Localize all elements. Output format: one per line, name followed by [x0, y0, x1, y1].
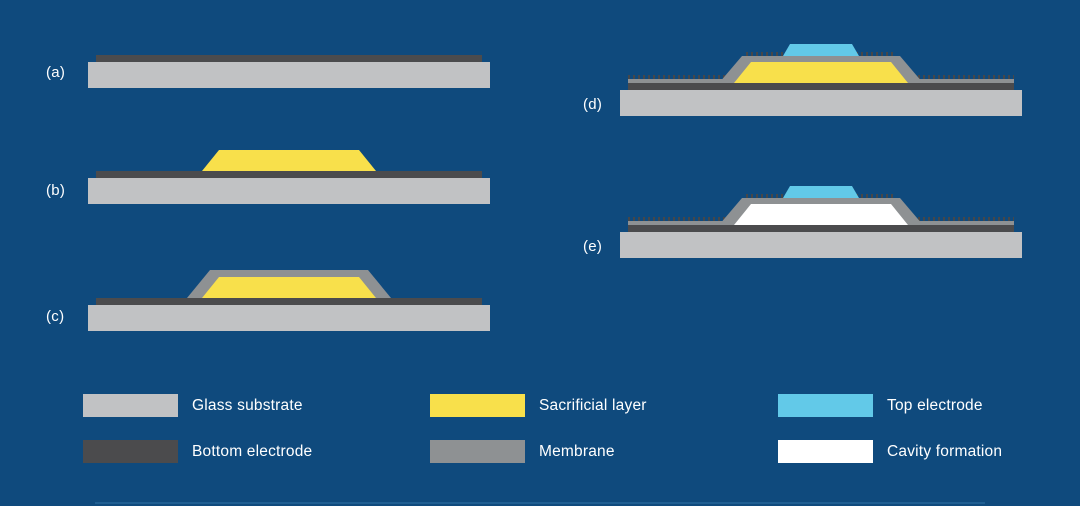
step-a-label: (a): [46, 64, 66, 81]
glass-substrate-swatch: [83, 394, 178, 417]
cavity-formation-swatch: [778, 440, 873, 463]
glass-substrate-layer: [620, 90, 1022, 116]
glass-substrate-layer: [88, 62, 490, 88]
top-electrode-swatch: [778, 394, 873, 417]
legend-item: Glass substrate: [83, 394, 312, 417]
legend-item: Cavity formation: [778, 440, 1002, 463]
step-b-label: (b): [46, 182, 66, 199]
legend-item: Bottom electrode: [83, 440, 312, 463]
sacrificial-layer: [202, 150, 376, 171]
legend-column-1: Glass substrate Bottom electrode: [83, 394, 312, 463]
step-c-figure: [88, 270, 490, 331]
legend-label: Glass substrate: [192, 396, 303, 414]
step-a-figure: [88, 55, 490, 88]
step-e-figure: [620, 186, 1022, 258]
step-d-label: (d): [583, 96, 603, 113]
step-e-label: (e): [583, 238, 603, 255]
bottom-electrode-layer: [628, 83, 1014, 90]
step-c-label: (c): [46, 308, 65, 325]
step-b-figure: [88, 150, 490, 204]
legend-label: Bottom electrode: [192, 442, 313, 460]
bottom-electrode-swatch: [83, 440, 178, 463]
sacrificial-layer-swatch: [430, 394, 525, 417]
legend-label: Membrane: [539, 442, 615, 460]
cavity-layer: [734, 204, 908, 225]
legend-item: Membrane: [430, 440, 647, 463]
footer-line: [95, 502, 985, 504]
top-electrode-layer: [783, 186, 859, 198]
legend-label: Top electrode: [887, 396, 983, 414]
sacrificial-layer: [202, 277, 376, 298]
legend-item: Sacrificial layer: [430, 394, 647, 417]
glass-substrate-layer: [88, 305, 490, 331]
legend-item: Top electrode: [778, 394, 1002, 417]
legend-label: Cavity formation: [887, 442, 1003, 460]
glass-substrate-layer: [620, 232, 1022, 258]
membrane-swatch: [430, 440, 525, 463]
bottom-electrode-layer: [96, 171, 482, 178]
bottom-electrode-layer: [628, 225, 1014, 232]
bottom-electrode-layer: [96, 55, 482, 62]
glass-substrate-layer: [88, 178, 490, 204]
sacrificial-layer: [734, 62, 908, 83]
legend-column-3: Top electrode Cavity formation: [778, 394, 1002, 463]
top-electrode-layer: [783, 44, 859, 56]
legend-label: Sacrificial layer: [539, 396, 647, 414]
step-d-figure: [620, 44, 1022, 116]
bottom-electrode-layer: [96, 298, 482, 305]
legend-column-2: Sacrificial layer Membrane: [430, 394, 647, 463]
